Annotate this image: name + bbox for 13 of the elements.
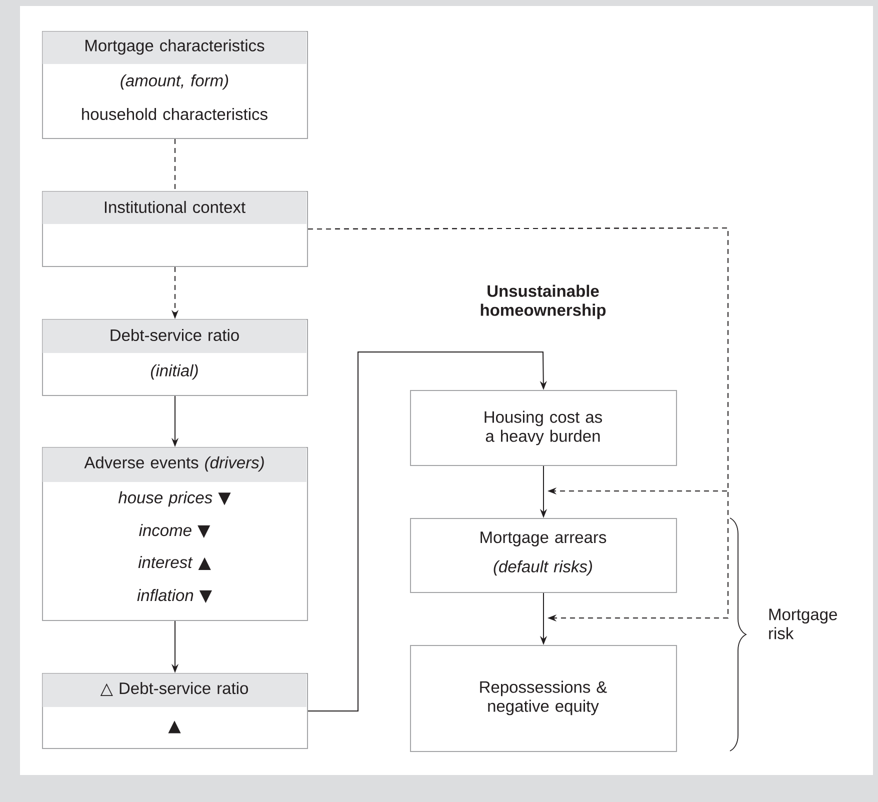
connector-line [174,138,176,192]
flow-box: Institutional context [42,191,308,267]
flow-box: Mortgage characteristics (amount, form) household characteristics [42,31,308,139]
arrow [308,352,547,712]
flow-box: △ Debt-service ratio ▲ [42,673,308,749]
arrow [308,228,728,622]
flow-box: Adverse events (drivers) house prices ▼ income ▼ interest ▲ inflation ▼ [42,447,308,621]
bracket-label: Mortgage risk [769,608,837,640]
flow-box: Mortgage arrears (default risks) [410,518,677,593]
flow-box: Debt-service ratio (initial) [42,319,308,396]
heading-text: Unsustainable homeownership [480,284,606,320]
flow-box: Repossessions & negative equity [410,645,677,752]
flow-box: Housing cost as a heavy burden [410,390,677,466]
